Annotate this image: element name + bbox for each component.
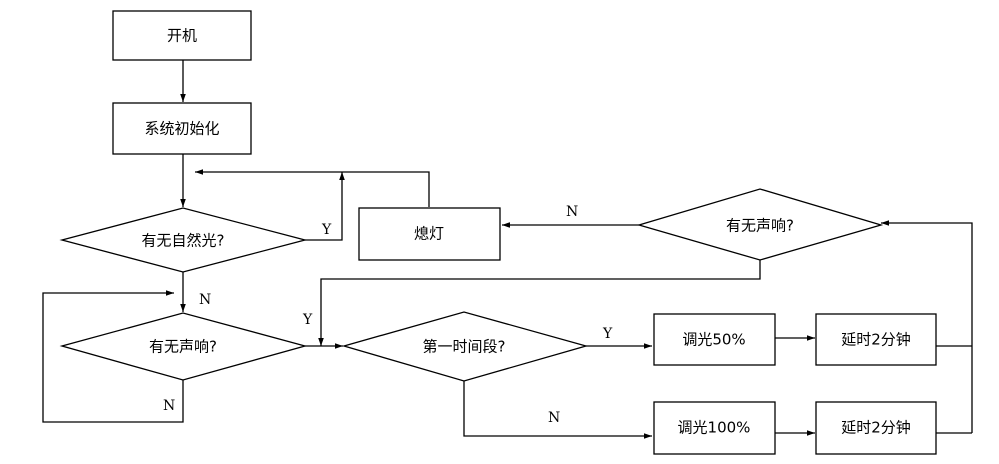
- node-sound-right-question: 有无声响?: [636, 188, 884, 261]
- label-period-yes: Y: [602, 326, 613, 342]
- edge-labels: Y N N Y N Y N: [163, 204, 613, 426]
- node-dim-100: 调光100%: [653, 401, 776, 455]
- light-off-label: 熄灯: [414, 225, 444, 243]
- edge-light-off-loop: [195, 169, 430, 207]
- delay-bottom-box: [815, 401, 937, 455]
- edge-sound-left-no: [42, 290, 184, 423]
- delay-top-box: [815, 313, 937, 366]
- sound-left-label: 有无声响?: [149, 338, 217, 356]
- dim100-label: 调光100%: [678, 419, 751, 437]
- sound-right-diamond: [636, 188, 884, 261]
- node-start: 开机: [112, 10, 252, 61]
- label-sound-left-yes: Y: [302, 312, 313, 328]
- connectors: [42, 60, 973, 439]
- node-light-off: 熄灯: [358, 207, 501, 261]
- light-off-box: [358, 207, 501, 261]
- sound-left-diamond: [59, 312, 308, 381]
- node-natural-light-question: 有无自然光?: [59, 207, 308, 273]
- start-box: [112, 10, 252, 61]
- natural-light-label: 有无自然光?: [142, 232, 225, 250]
- label-period-no: N: [548, 410, 560, 426]
- dim50-label: 调光50%: [682, 331, 745, 349]
- edge-period-no: [463, 381, 652, 439]
- node-dim-50: 调光50%: [653, 313, 776, 366]
- sound-right-label: 有无声响?: [726, 217, 794, 235]
- period-diamond: [341, 311, 589, 382]
- label-natural-yes: Y: [321, 222, 332, 238]
- label-sound-left-no: N: [163, 398, 175, 414]
- init-box: [112, 102, 252, 155]
- label-natural-no: N: [199, 292, 211, 308]
- node-sound-left-question: 有无声响?: [59, 312, 308, 381]
- edge-return-to-sound-right: [881, 220, 973, 433]
- dim100-box: [653, 401, 776, 455]
- delay-bottom-label: 延时2分钟: [841, 419, 911, 437]
- dim50-box: [653, 313, 776, 366]
- init-label: 系统初始化: [144, 120, 219, 138]
- node-init: 系统初始化: [112, 102, 252, 155]
- edge-sound-right-yes: [318, 260, 761, 346]
- natural-light-diamond: [59, 207, 308, 273]
- period-label: 第一时间段?: [423, 338, 506, 356]
- start-label: 开机: [167, 27, 197, 45]
- edge-natural-light-yes: [305, 172, 345, 241]
- node-delay-top: 延时2分钟: [815, 313, 937, 366]
- label-sound-right-no: N: [566, 204, 578, 220]
- node-period-question: 第一时间段?: [341, 311, 589, 382]
- node-delay-bottom: 延时2分钟: [815, 401, 937, 455]
- delay-top-label: 延时2分钟: [841, 331, 911, 349]
